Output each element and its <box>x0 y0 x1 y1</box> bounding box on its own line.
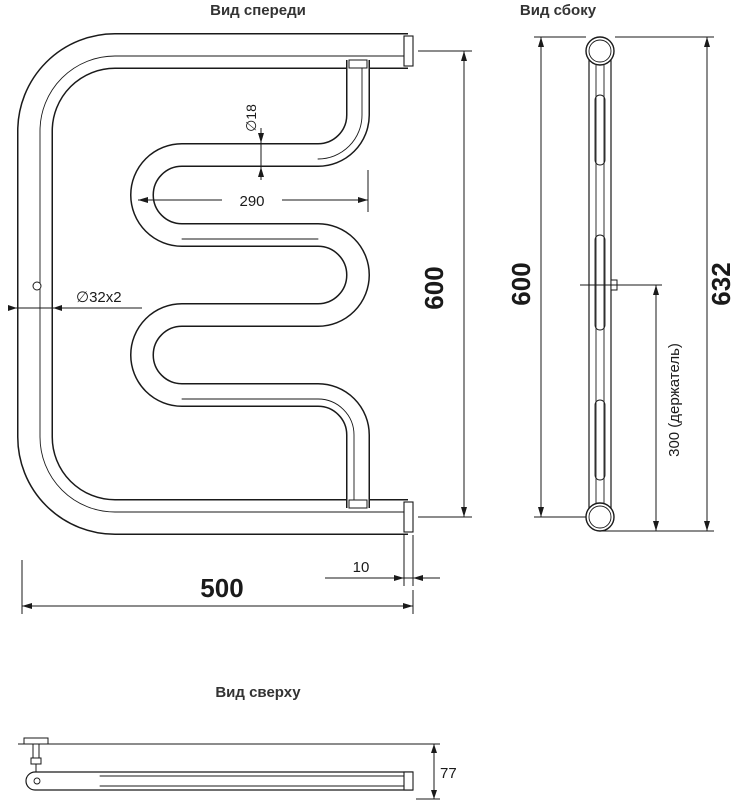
coil-diameter-label: ∅18 <box>243 104 259 132</box>
dim-total-width: 500 <box>21 560 414 614</box>
holder-height-label: 300 (держатель) <box>666 343 683 457</box>
dim-depth: 77 <box>413 743 457 800</box>
depth-label: 77 <box>440 765 457 782</box>
front-view: Вид спереди ∅18 <box>8 2 472 614</box>
main-pipe <box>17 33 414 535</box>
outlet-offset-label: 10 <box>353 559 370 576</box>
side-view-title: Вид сбоку <box>520 2 597 19</box>
top-holder <box>23 737 49 772</box>
front-view-title: Вид спереди <box>210 2 306 19</box>
pipe-end-bottom <box>403 501 414 533</box>
total-height-label: 632 <box>706 262 736 305</box>
dim-pipe-diameter: ∅32x2 <box>8 289 142 311</box>
dim-total-height: 632 <box>615 36 736 532</box>
top-view-title: Вид сверху <box>215 684 301 701</box>
dim-front-height: 600 <box>418 50 472 518</box>
holder-mark <box>32 281 42 291</box>
serpentine-coil <box>130 59 370 509</box>
side-end-top <box>585 36 615 66</box>
pipe-diameter-label: ∅32x2 <box>76 289 122 306</box>
total-width-label: 500 <box>200 573 243 603</box>
coil-width-label: 290 <box>239 193 264 210</box>
dim-holder-height: 300 (держатель) <box>580 284 683 532</box>
front-height-label: 600 <box>419 266 449 309</box>
side-view: Вид сбоку 600 <box>506 2 736 532</box>
dim-outlet-offset: 10 <box>325 535 440 586</box>
dim-coil-diameter: ∅18 <box>243 104 264 180</box>
side-height-label: 600 <box>506 262 536 305</box>
top-view: Вид сверху 77 <box>18 684 457 800</box>
top-pipe <box>25 771 414 791</box>
pipe-end-top <box>403 35 414 67</box>
dim-side-height: 600 <box>506 36 586 518</box>
dim-coil-width: 290 <box>138 170 369 212</box>
side-end-bottom <box>585 502 615 532</box>
